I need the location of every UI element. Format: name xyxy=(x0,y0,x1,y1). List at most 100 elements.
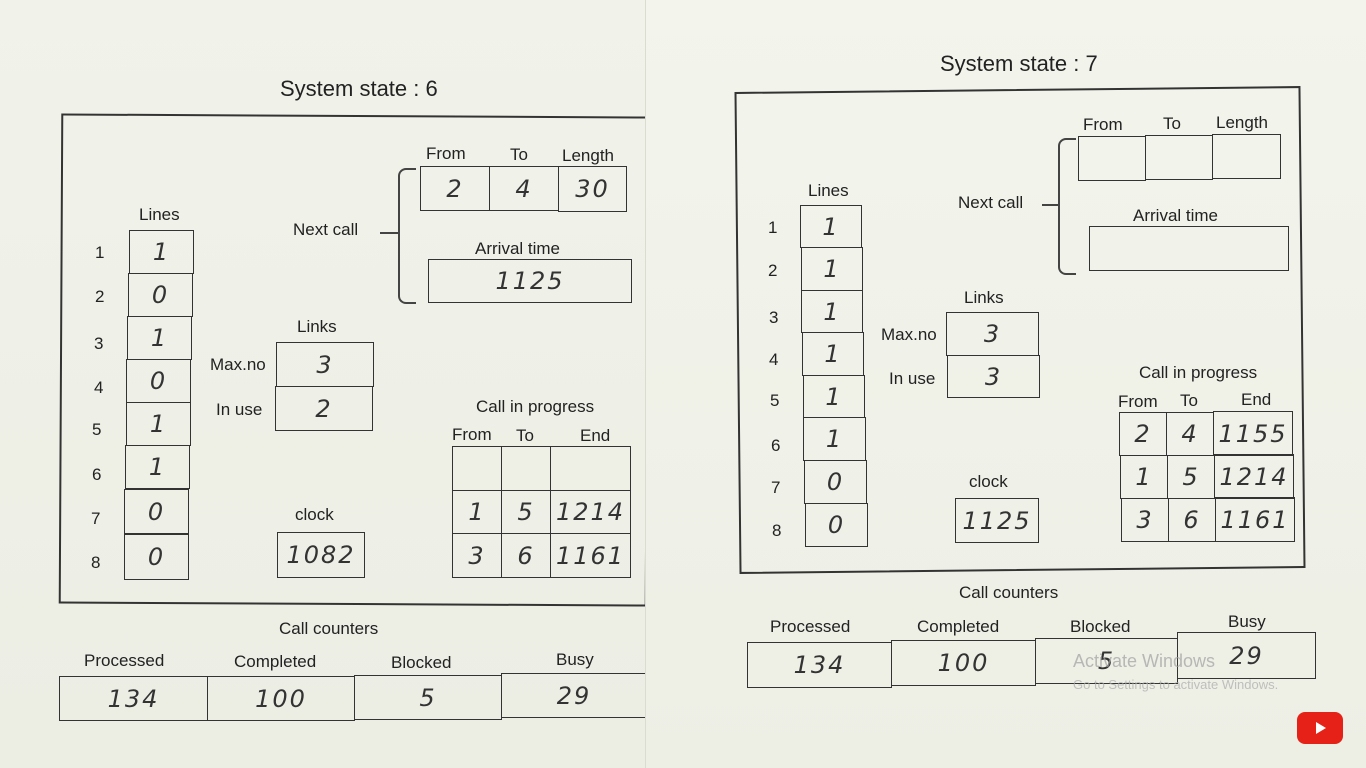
max-no-label: Max.no xyxy=(210,355,266,374)
max-no-value: 3 xyxy=(276,342,374,387)
line-number: 5 xyxy=(770,391,780,410)
call-counters-label: Call counters xyxy=(279,619,379,638)
next-call-to-header: To xyxy=(1163,114,1181,133)
cip-cell: 1161 xyxy=(1215,497,1295,542)
state-6-title: System state : 6 xyxy=(280,76,438,101)
in-use-label: In use xyxy=(889,369,936,388)
cip-cell: 2 xyxy=(1119,412,1167,456)
call-in-progress-label: Call in progress xyxy=(476,397,595,416)
blocked-value: 5 xyxy=(354,675,502,720)
line-value: 0 xyxy=(126,359,191,403)
busy-value: 29 xyxy=(501,673,647,718)
cip-cell: 1 xyxy=(1120,455,1168,499)
next-call-to-value: 4 xyxy=(489,166,559,211)
arrival-time-value xyxy=(1089,226,1289,271)
next-call-label: Next call xyxy=(293,220,359,239)
activate-windows-hint: Go to Settings to activate Windows. xyxy=(1073,677,1279,692)
line-number: 6 xyxy=(771,436,781,455)
line-value: 1 xyxy=(126,402,191,446)
completed-value: 100 xyxy=(891,640,1036,686)
line-value: 0 xyxy=(124,489,189,534)
line-number: 6 xyxy=(92,465,102,484)
cip-cell: 3 xyxy=(452,533,502,578)
completed-header: Completed xyxy=(234,652,317,671)
line-value: 0 xyxy=(124,534,189,580)
max-no-value: 3 xyxy=(946,312,1039,356)
cip-cell: 6 xyxy=(1168,498,1216,542)
brace xyxy=(398,168,416,304)
cip-cell: 1161 xyxy=(550,533,631,578)
cip-from-header: From xyxy=(452,425,492,444)
busy-header: Busy xyxy=(1228,612,1266,631)
call-counters-label: Call counters xyxy=(959,583,1059,602)
youtube-play-icon[interactable] xyxy=(1297,712,1343,744)
cip-cell: 1155 xyxy=(1213,411,1293,456)
blocked-header: Blocked xyxy=(1070,617,1131,636)
next-call-from-header: From xyxy=(1083,115,1123,134)
line-value: 0 xyxy=(805,503,868,547)
line-number: 1 xyxy=(768,218,778,237)
arrival-time-label: Arrival time xyxy=(475,239,561,258)
brace-tick xyxy=(380,232,398,234)
line-number: 8 xyxy=(772,521,782,540)
line-number: 1 xyxy=(95,243,105,262)
links-label: Links xyxy=(297,317,337,336)
cip-cell: 5 xyxy=(501,490,551,534)
state-6-sheet xyxy=(0,0,645,768)
clock-label: clock xyxy=(295,505,334,524)
line-value: 1 xyxy=(800,205,862,248)
cip-cell: 5 xyxy=(1167,455,1215,499)
next-call-length-header: Length xyxy=(1216,113,1268,132)
lines-label: Lines xyxy=(808,181,849,200)
line-number: 7 xyxy=(771,478,781,497)
processed-value: 134 xyxy=(59,676,208,721)
next-call-length-value: 30 xyxy=(558,166,627,212)
cip-cell xyxy=(550,446,631,491)
processed-value: 134 xyxy=(747,642,892,688)
cip-end-header: End xyxy=(1241,390,1272,409)
line-value: 1 xyxy=(127,316,192,360)
lines-label: Lines xyxy=(139,205,180,224)
line-number: 3 xyxy=(94,334,104,353)
clock-label: clock xyxy=(969,472,1008,491)
next-call-from-value: 2 xyxy=(420,166,490,211)
line-value: 1 xyxy=(129,230,194,274)
max-no-label: Max.no xyxy=(881,325,937,344)
line-value: 1 xyxy=(803,417,866,461)
blocked-header: Blocked xyxy=(391,653,452,672)
next-call-length-value xyxy=(1212,134,1281,179)
line-number: 2 xyxy=(95,287,105,306)
activate-windows-watermark: Activate Windows xyxy=(1073,651,1216,671)
processed-header: Processed xyxy=(84,651,165,670)
next-call-from-header: From xyxy=(426,144,466,163)
line-value: 0 xyxy=(804,460,867,504)
next-call-to-header: To xyxy=(510,145,528,164)
cip-cell xyxy=(501,446,551,491)
next-call-length-header: Length xyxy=(562,146,614,165)
clock-value: 1125 xyxy=(955,498,1039,543)
completed-value: 100 xyxy=(207,676,355,721)
line-number: 2 xyxy=(768,261,778,280)
arrival-time-label: Arrival time xyxy=(1133,206,1219,225)
cip-to-header: To xyxy=(1180,391,1198,410)
line-number: 7 xyxy=(91,509,101,528)
line-number: 3 xyxy=(769,308,779,327)
play-triangle-icon xyxy=(1316,722,1326,734)
links-label: Links xyxy=(964,288,1004,307)
cip-cell: 1214 xyxy=(550,490,631,534)
line-value: 1 xyxy=(801,290,863,333)
cip-to-header: To xyxy=(516,426,534,445)
in-use-value: 2 xyxy=(275,386,373,431)
state-7-title: System state : 7 xyxy=(940,51,1098,76)
completed-header: Completed xyxy=(917,617,1000,636)
brace xyxy=(1058,138,1076,275)
cip-cell xyxy=(452,446,502,491)
in-use-value: 3 xyxy=(947,355,1040,398)
busy-value: 29 xyxy=(1177,632,1316,679)
cip-cell: 3 xyxy=(1121,498,1169,542)
in-use-label: In use xyxy=(216,400,263,419)
next-call-from-value xyxy=(1078,136,1146,181)
cip-from-header: From xyxy=(1118,392,1158,411)
call-in-progress-label: Call in progress xyxy=(1139,363,1258,382)
cip-cell: 1214 xyxy=(1214,454,1294,499)
